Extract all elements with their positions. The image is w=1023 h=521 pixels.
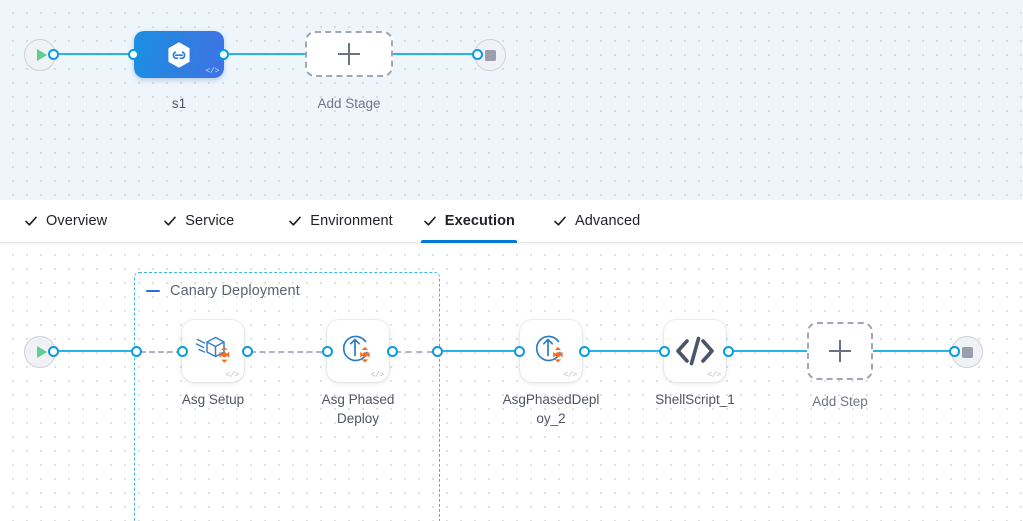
check-icon	[553, 214, 567, 228]
edge-asg-phased-deploy-to-group-exit	[395, 351, 433, 353]
shellscript-1-out-port[interactable]	[723, 346, 734, 357]
check-icon	[163, 214, 177, 228]
asg-phased-deploy-2-out-port[interactable]	[579, 346, 590, 357]
hexagon-link-icon	[168, 41, 190, 68]
tab-label: Service	[185, 213, 235, 229]
plus-icon	[829, 340, 851, 362]
minus-icon[interactable]	[146, 289, 160, 293]
play-icon	[36, 49, 47, 61]
exec-start-port[interactable]	[48, 346, 59, 357]
step-group-canary-deployment[interactable]	[134, 272, 440, 521]
edge-s1-to-add-stage	[227, 53, 305, 55]
stage-config-tabs: Overview Service Environment Execution A…	[0, 200, 1023, 243]
group-exit-port[interactable]	[432, 346, 443, 357]
tab-execution[interactable]: Execution	[420, 200, 518, 243]
edge-add-stage-to-end	[393, 53, 480, 55]
edge-start-to-group	[57, 350, 134, 352]
exec-end-port[interactable]	[949, 346, 960, 357]
tab-label: Execution	[444, 213, 515, 229]
stop-icon	[484, 49, 496, 61]
step-code-badge: </>	[370, 371, 384, 380]
tab-label: Overview	[46, 213, 108, 229]
group-entry-port[interactable]	[131, 346, 142, 357]
add-step-button[interactable]	[807, 322, 873, 380]
step-group-title: Canary Deployment	[170, 283, 300, 299]
add-stage-label: Add Stage	[317, 96, 381, 111]
step-code-badge: </>	[225, 371, 239, 380]
shellscript-1-in-port[interactable]	[659, 346, 670, 357]
stage-code-badge: </>	[205, 67, 219, 76]
step-label-shellscript-1: ShellScript_1	[655, 392, 735, 407]
edge-group-to-asg-phased-deploy-2	[440, 350, 518, 352]
play-icon	[36, 346, 47, 358]
asg-setup-out-port[interactable]	[242, 346, 253, 357]
stage-end-port[interactable]	[472, 49, 483, 60]
asg-phased-deploy-2-in-port[interactable]	[514, 346, 525, 357]
step-label-asg-phased-deploy-2: AsgPhasedDepl oy_2	[502, 392, 600, 426]
edge-add-step-to-end	[873, 350, 955, 352]
tab-advanced[interactable]: Advanced	[553, 200, 640, 242]
step-node-asg-phased-deploy-2[interactable]: </>	[520, 320, 582, 382]
check-icon	[423, 214, 437, 228]
tab-label: Advanced	[575, 213, 641, 229]
stage-s1-in-port[interactable]	[128, 49, 139, 60]
shell-script-icon	[676, 336, 714, 366]
tab-environment[interactable]: Environment	[288, 200, 393, 242]
scale-arrows	[553, 346, 563, 363]
asg-setup-icon	[195, 336, 230, 363]
edge-start-to-s1	[57, 53, 137, 55]
tab-label: Environment	[310, 213, 393, 229]
scale-arrows	[360, 346, 370, 363]
asg-phased-deploy-out-port[interactable]	[387, 346, 398, 357]
asg-phased-deploy-icon	[535, 335, 563, 363]
stage-canvas[interactable]: </> s1 Add Stage	[0, 0, 1023, 200]
asg-setup-in-port[interactable]	[177, 346, 188, 357]
check-icon	[288, 214, 302, 228]
edge-asg-phased-deploy-2-to-shellscript-1	[588, 350, 662, 352]
step-code-badge: </>	[563, 371, 577, 380]
step-node-shellscript-1[interactable]: </>	[664, 320, 726, 382]
edge-shellscript-1-to-add-step	[731, 350, 807, 352]
check-icon	[24, 214, 38, 228]
stage-label-s1: s1	[171, 96, 187, 111]
stop-icon	[961, 346, 973, 358]
add-step-label: Add Step	[812, 394, 868, 409]
scale-arrows	[219, 346, 230, 363]
asg-phased-deploy-in-port[interactable]	[322, 346, 333, 357]
stage-start-port[interactable]	[48, 49, 59, 60]
stage-node-s1[interactable]: </>	[134, 31, 224, 78]
step-node-asg-setup[interactable]: </>	[182, 320, 244, 382]
step-node-asg-phased-deploy[interactable]: </>	[327, 320, 389, 382]
execution-canvas[interactable]: Canary Deployment	[0, 242, 1023, 521]
asg-phased-deploy-icon	[342, 335, 370, 363]
edge-asg-setup-to-asg-phased-deploy	[250, 351, 322, 353]
tab-overview[interactable]: Overview	[24, 200, 107, 242]
stage-s1-out-port[interactable]	[218, 49, 229, 60]
step-group-header[interactable]: Canary Deployment	[146, 283, 300, 299]
plus-icon	[338, 43, 360, 65]
add-stage-button[interactable]	[305, 31, 393, 77]
step-code-badge: </>	[707, 371, 721, 380]
edge-group-to-asg-setup	[140, 351, 182, 353]
tab-service[interactable]: Service	[163, 200, 234, 242]
